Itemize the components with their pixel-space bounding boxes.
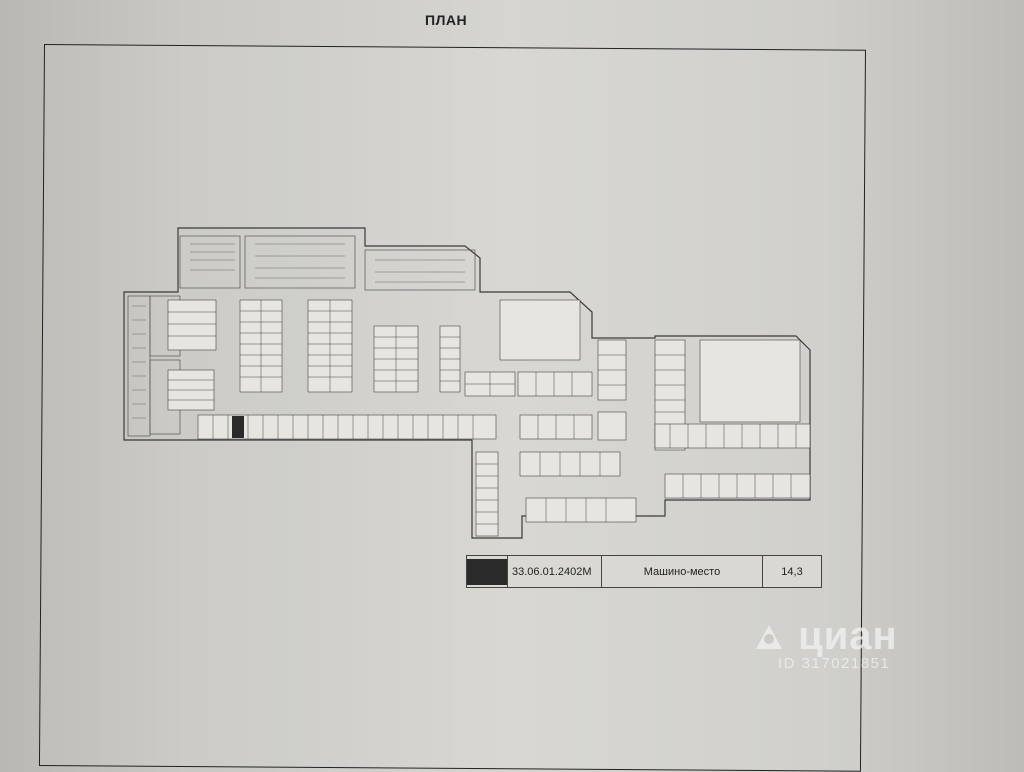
legend-table: 33.06.01.2402М Машино-место 14,3 xyxy=(466,555,822,588)
legend-type: Машино-место xyxy=(602,556,763,587)
watermark-id: ID 317021851 xyxy=(778,654,891,672)
page-title: ПЛАН xyxy=(425,12,468,28)
legend-area: 14,3 xyxy=(781,565,803,578)
watermark: циан ID 317021851 xyxy=(752,612,898,672)
building-outline xyxy=(123,227,811,539)
selected-parking-space xyxy=(232,416,244,438)
watermark-brand: циан xyxy=(798,613,898,658)
legend-swatch-cell xyxy=(467,556,508,587)
watermark-logo: циан xyxy=(752,612,898,659)
legend-code: 33.06.01.2402М xyxy=(508,556,602,587)
legend-swatch xyxy=(467,558,507,585)
cian-house-icon xyxy=(756,625,782,650)
